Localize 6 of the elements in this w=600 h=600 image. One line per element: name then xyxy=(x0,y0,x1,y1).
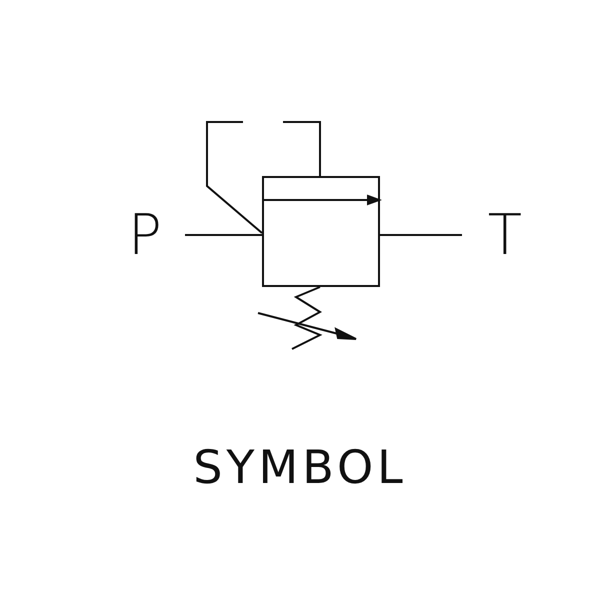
caption: SYMBOL xyxy=(192,440,408,494)
valve-box xyxy=(262,176,380,287)
connection-line xyxy=(380,234,462,236)
connection-line xyxy=(185,234,262,236)
port-label: P xyxy=(128,208,185,264)
port-label: T xyxy=(462,208,522,264)
